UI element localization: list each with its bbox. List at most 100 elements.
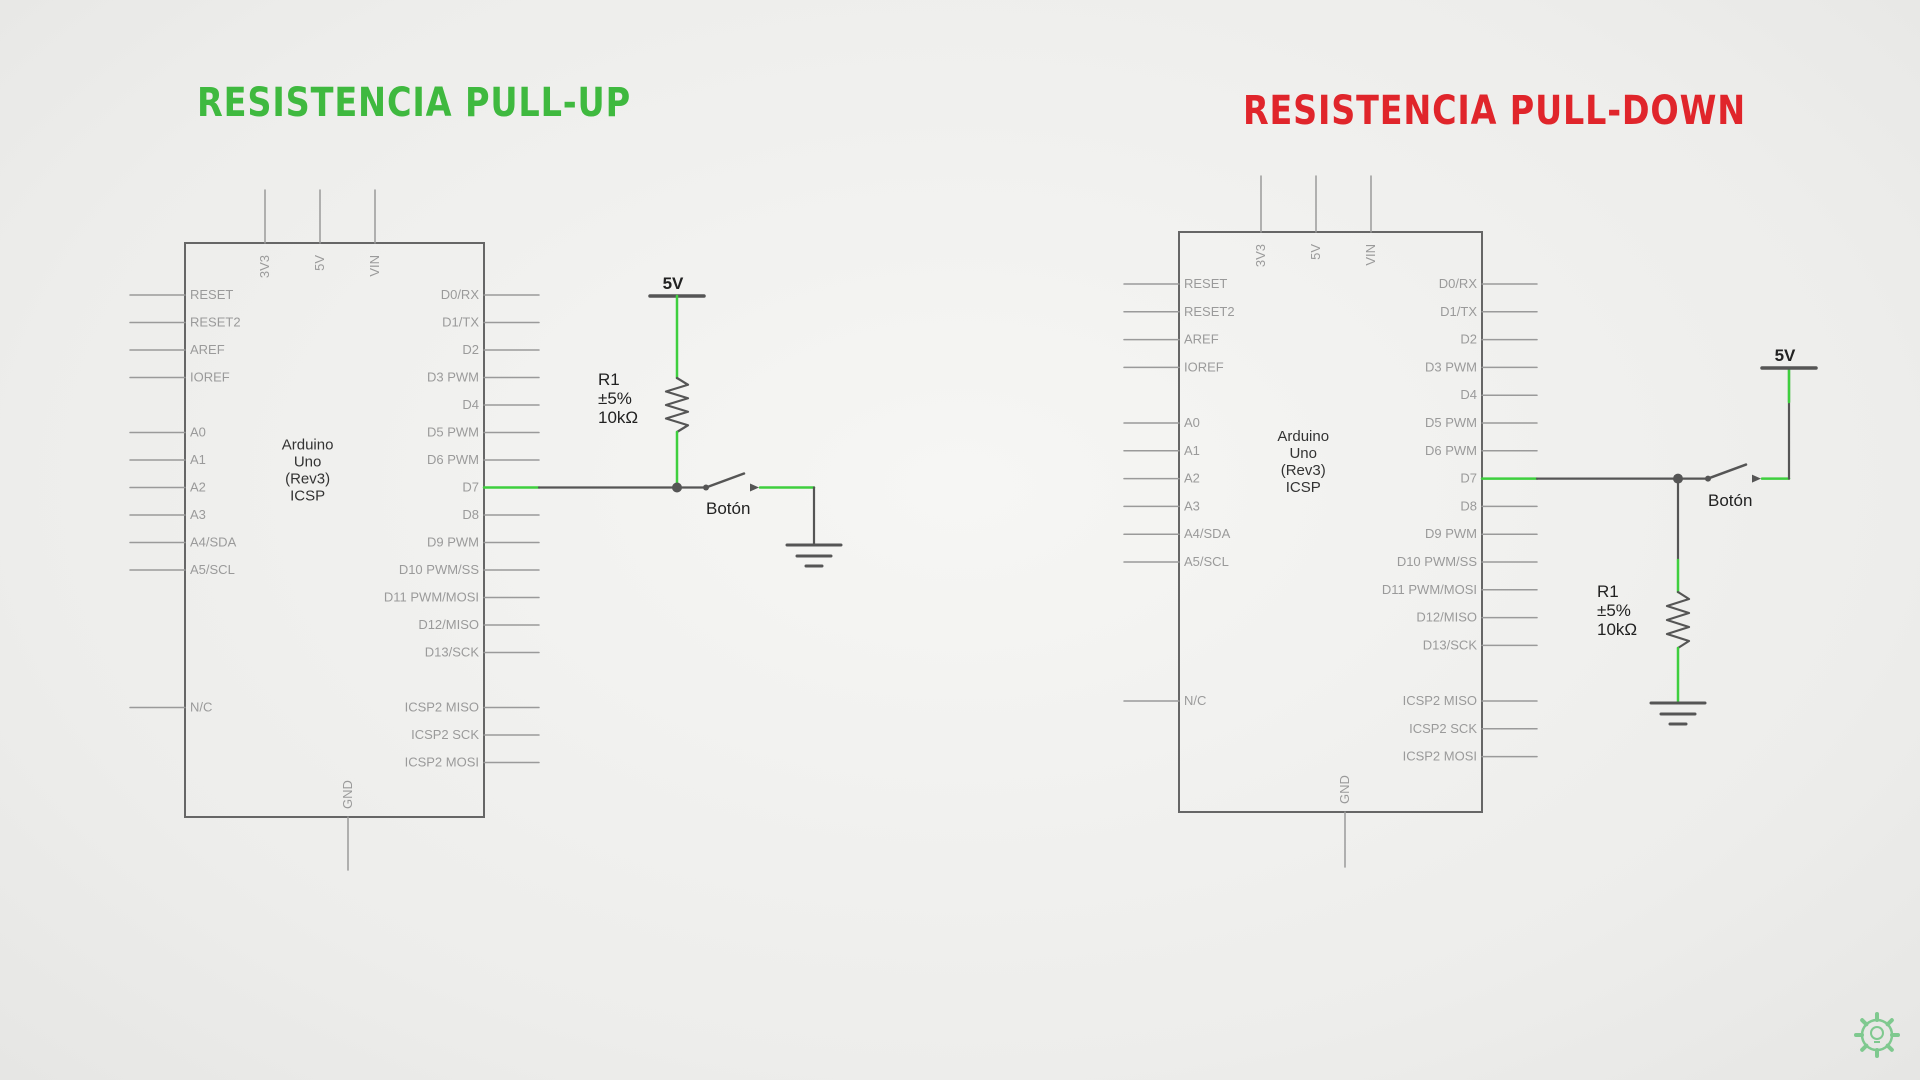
right-pin-label: ICSP2 MISO xyxy=(1403,693,1477,708)
left-pin-label: A5/SCL xyxy=(1184,554,1229,569)
resistor-label: 10kΩ xyxy=(598,408,638,427)
right-pin-label: D10 PWM/SS xyxy=(399,562,480,577)
right-pin-label: D2 xyxy=(1460,332,1477,347)
gnd-pin-label: GND xyxy=(340,780,355,809)
switch-lever xyxy=(1706,463,1748,480)
left-pin-label: RESET xyxy=(190,287,233,302)
right-pin-label: D9 PWM xyxy=(427,535,479,550)
left-pin-label: A0 xyxy=(1184,415,1200,430)
left-pin-label: N/C xyxy=(190,700,212,715)
right-pin-label: D8 xyxy=(462,507,479,522)
push-button xyxy=(1705,463,1761,483)
supply-5v: 5V xyxy=(1760,346,1818,370)
right-pin-label: D13/SCK xyxy=(425,645,480,660)
left-pin-label: A2 xyxy=(190,480,206,495)
resistor-label: R1 xyxy=(1597,582,1619,601)
button-label: Botón xyxy=(1708,491,1752,510)
top-pin-label: 5V xyxy=(1308,244,1323,260)
supply-label: 5V xyxy=(663,274,684,293)
switch-lever xyxy=(704,472,746,489)
lightbulb-gear-icon xyxy=(1854,1012,1900,1058)
switch-contact-right xyxy=(1752,474,1761,483)
push-button xyxy=(703,472,759,492)
right-pin-label: D4 xyxy=(462,397,479,412)
right-pin-label: ICSP2 MOSI xyxy=(405,755,479,770)
right-pin-label: D2 xyxy=(462,342,479,357)
ground-symbol xyxy=(1649,701,1707,726)
right-pin-label: D7 xyxy=(1460,471,1477,486)
left-pin-label: A3 xyxy=(1184,498,1200,513)
right-pin-label: D7 xyxy=(462,480,479,495)
board-name-line: ICSP xyxy=(1286,479,1321,496)
right-pin-label: D0/RX xyxy=(1439,276,1478,291)
resistor-label: ±5% xyxy=(1597,601,1631,620)
right-pin-label: D10 PWM/SS xyxy=(1397,554,1478,569)
right-pin-label: ICSP2 SCK xyxy=(1409,721,1477,736)
board-name-line: Uno xyxy=(294,454,322,471)
right-pin-label: D1/TX xyxy=(1440,304,1477,319)
top-pin-label: VIN xyxy=(367,255,382,277)
left-pin-label: IOREF xyxy=(190,370,230,385)
left-pin-label: AREF xyxy=(190,342,225,357)
button-label: Botón xyxy=(706,499,750,518)
left-pin-label: A4/SDA xyxy=(190,535,237,550)
top-pin-label: 3V3 xyxy=(1253,244,1268,267)
right-pin-label: D11 PWM/MOSI xyxy=(1382,582,1477,597)
left-pin-label: A5/SCL xyxy=(190,562,235,577)
bulb-outline xyxy=(1870,1026,1884,1040)
resistor-label: R1 xyxy=(598,370,620,389)
left-pin-label: RESET xyxy=(1184,276,1227,291)
right-pin-label: D12/MISO xyxy=(418,617,479,632)
right-pin-label: ICSP2 SCK xyxy=(411,727,479,742)
left-pin-label: AREF xyxy=(1184,332,1219,347)
board-name-line: Arduino xyxy=(282,437,334,454)
supply-5v: 5V xyxy=(648,274,706,298)
right-pin-label: D3 PWM xyxy=(1425,359,1477,374)
right-pin-label: D8 xyxy=(1460,498,1477,513)
left-pin-label: IOREF xyxy=(1184,359,1224,374)
right-pin-label: D1/TX xyxy=(442,315,479,330)
right-pin-label: ICSP2 MOSI xyxy=(1403,749,1477,764)
right-pin-label: D0/RX xyxy=(441,287,480,302)
top-pin-label: 5V xyxy=(312,255,327,271)
top-pin-label: VIN xyxy=(1363,244,1378,266)
arduino-board-outline xyxy=(1178,231,1483,813)
gear-ring xyxy=(1860,1018,1894,1052)
board-name-line: Uno xyxy=(1289,445,1317,462)
right-pin-label: D4 xyxy=(1460,387,1477,402)
board-name-line: Arduino xyxy=(1277,428,1329,445)
ground-symbol xyxy=(785,543,843,568)
right-pin-label: D11 PWM/MOSI xyxy=(384,590,479,605)
resistor-r1 xyxy=(664,376,690,434)
right-pin-label: D6 PWM xyxy=(427,452,479,467)
left-pin-label: A0 xyxy=(190,425,206,440)
right-pin-label: ICSP2 MISO xyxy=(405,700,479,715)
board-name-line: (Rev3) xyxy=(1281,462,1326,479)
pullup-panel: RESISTENCIA PULL-UP 3V3 5V VIN GND RESET RESET… xyxy=(129,80,843,871)
top-pin-label: 3V3 xyxy=(257,255,272,278)
left-pin-label: A1 xyxy=(1184,443,1200,458)
left-pin-label: RESET2 xyxy=(190,315,241,330)
left-pin-label: A3 xyxy=(190,507,206,522)
right-pin-label: D9 PWM xyxy=(1425,526,1477,541)
panel-title: RESISTENCIA PULL-DOWN xyxy=(1243,88,1746,134)
right-pin-label: D6 PWM xyxy=(1425,443,1477,458)
pulldown-panel: RESISTENCIA PULL-DOWN 3V3 5V VIN GND RESET RES… xyxy=(1123,88,1818,868)
panel-title: RESISTENCIA PULL-UP xyxy=(197,80,631,126)
supply-label: 5V xyxy=(1775,346,1796,365)
board-name-line: (Rev3) xyxy=(285,471,330,488)
right-pin-label: D12/MISO xyxy=(1416,610,1477,625)
left-pin-label: RESET2 xyxy=(1184,304,1235,319)
resistor-label: 10kΩ xyxy=(1597,620,1637,639)
left-pin-label: N/C xyxy=(1184,693,1206,708)
arduino-board-outline xyxy=(184,242,485,818)
switch-contact-right xyxy=(750,483,759,492)
right-pin-label: D3 PWM xyxy=(427,370,479,385)
board-name-line: ICSP xyxy=(290,488,325,505)
resistor-label: ±5% xyxy=(598,389,632,408)
gnd-pin-label: GND xyxy=(1337,775,1352,804)
right-pin-label: D5 PWM xyxy=(427,425,479,440)
left-pin-label: A4/SDA xyxy=(1184,526,1231,541)
